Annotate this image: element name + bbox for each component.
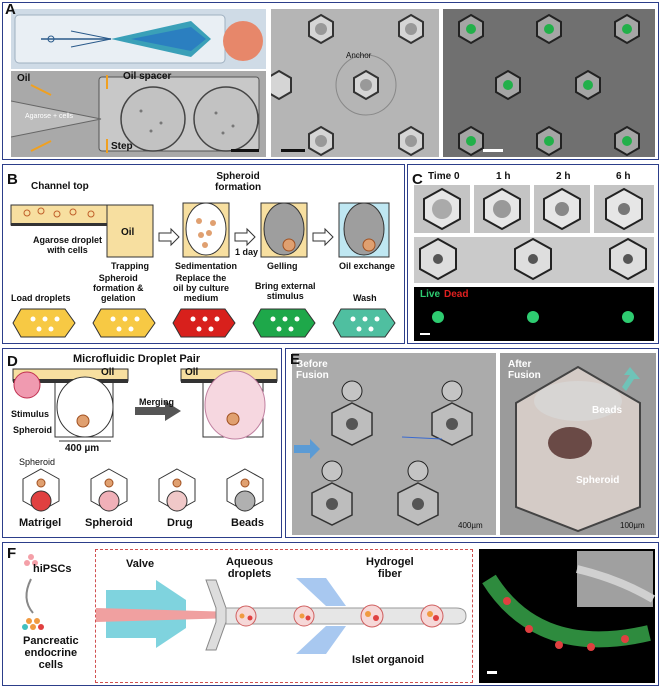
droplet-pair-diagram <box>12 368 278 442</box>
panel-f: F hiPSCs Pancreatic endocrine cells Valv… <box>2 542 659 686</box>
fiber-fluorescence-image <box>479 549 655 683</box>
panel-label: B <box>7 171 18 188</box>
oil-label: Oil <box>101 367 115 378</box>
after-fusion-image: After Fusion Beads Spheroid 100µm <box>500 353 656 535</box>
step-label: Step <box>111 141 133 152</box>
pancreatic-label: Pancreatic endocrine cells <box>23 635 79 671</box>
step-label: Replace the oil by culture medium <box>173 273 230 303</box>
oil-label: Oil <box>17 73 31 84</box>
agarose-droplet-label: Agarose droplet with cells <box>33 235 103 255</box>
agarose-label: Agarose + cells <box>25 113 74 120</box>
merging-label: Merging <box>139 397 174 407</box>
panel-e: E Before Fusion 400µm After Fusion <box>285 348 659 538</box>
width-label: 400 µm <box>65 443 100 454</box>
fiber-diagram-box: Valve Aqueous droplets Hydrogel fiber Is… <box>95 549 473 683</box>
hydrogel-label: Hydrogel fiber <box>366 556 414 580</box>
scale-bar <box>483 149 503 152</box>
droplet-pair-title: Microfluidic Droplet Pair <box>73 353 201 365</box>
process-diagram <box>10 202 390 258</box>
trapping-label: Trapping <box>111 261 149 271</box>
valve-label: Valve <box>126 558 155 570</box>
panel-a: A <box>2 2 659 160</box>
anchors-micrograph: Anchor <box>271 9 439 157</box>
one-day-label: 1 day <box>235 247 259 257</box>
panel-label: A <box>5 2 16 18</box>
hipscs-label: hiPSCs <box>33 563 72 575</box>
time-label: Time 0 <box>428 171 460 182</box>
type-label: Spheroid <box>85 517 133 529</box>
scale-bar <box>231 149 259 152</box>
oil-label: Oil <box>121 227 135 238</box>
panel-label: D <box>7 353 18 370</box>
dead-label: Dead <box>444 289 469 300</box>
channel-top-label: Channel top <box>31 181 89 192</box>
before-fusion-image: Before Fusion 400µm <box>292 353 496 535</box>
scale-label: 400µm <box>458 521 483 530</box>
beads-label: Beads <box>592 405 623 416</box>
scale-label: 100µm <box>620 521 645 530</box>
step-label: Load droplets <box>11 293 71 303</box>
cell-diagram <box>22 554 44 630</box>
oil-label: Oil <box>185 367 199 378</box>
type-label: Matrigel <box>19 517 62 529</box>
gelling-label: Gelling <box>267 261 298 271</box>
time-label: 6 h <box>616 171 631 182</box>
sedimentation-label: Sedimentation <box>175 261 238 271</box>
hex-droplets <box>22 468 264 512</box>
panel-label: E <box>290 351 301 368</box>
oil-exchange-label: Oil exchange <box>339 261 396 271</box>
panel-label: C <box>412 171 423 188</box>
time-label: 1 h <box>496 171 511 182</box>
type-label: Drug <box>167 517 193 529</box>
time-lapse-images <box>414 185 654 341</box>
panel-b: B Channel top Spheroid formation Oil Aga… <box>2 164 405 344</box>
panel-c: C Time 0 1 h 2 h 6 h Live Dead <box>407 164 659 344</box>
chip-photo <box>11 9 266 69</box>
aqueous-label: Aqueous droplets <box>226 556 274 580</box>
spheroid-label: Spheroid <box>13 425 53 435</box>
before-fusion-label: Before Fusion <box>296 359 329 381</box>
anchor-label: Anchor <box>346 51 372 60</box>
step-label: Spheroid formation & gelation <box>93 273 144 303</box>
scale-bar <box>281 149 305 152</box>
panel-label: F <box>7 545 17 562</box>
type-label: Beads <box>231 517 265 529</box>
chamber-row <box>12 308 396 338</box>
spheroid-formation-label: Spheroid formation <box>215 171 262 193</box>
time-label: 2 h <box>556 171 571 182</box>
live-label: Live <box>420 289 441 300</box>
channel-micrograph: Oil Oil spacer Agarose + cells Step <box>11 71 266 157</box>
after-fusion-label: After Fusion <box>508 359 541 381</box>
stimulus-label: Stimulus <box>11 409 50 419</box>
panel-d: D Microfluidic Droplet Pair Oil Oil Stim… <box>2 348 282 538</box>
spheroid-label: Spheroid <box>576 475 620 486</box>
islet-label: Islet organoid <box>352 654 425 666</box>
spheroid-top-label: Spheroid <box>19 457 56 467</box>
fluorescence-micrograph <box>443 9 655 157</box>
step-label: Wash <box>353 293 377 303</box>
oil-spacer-label: Oil spacer <box>123 71 172 82</box>
step-label: Bring external stimulus <box>255 281 316 301</box>
